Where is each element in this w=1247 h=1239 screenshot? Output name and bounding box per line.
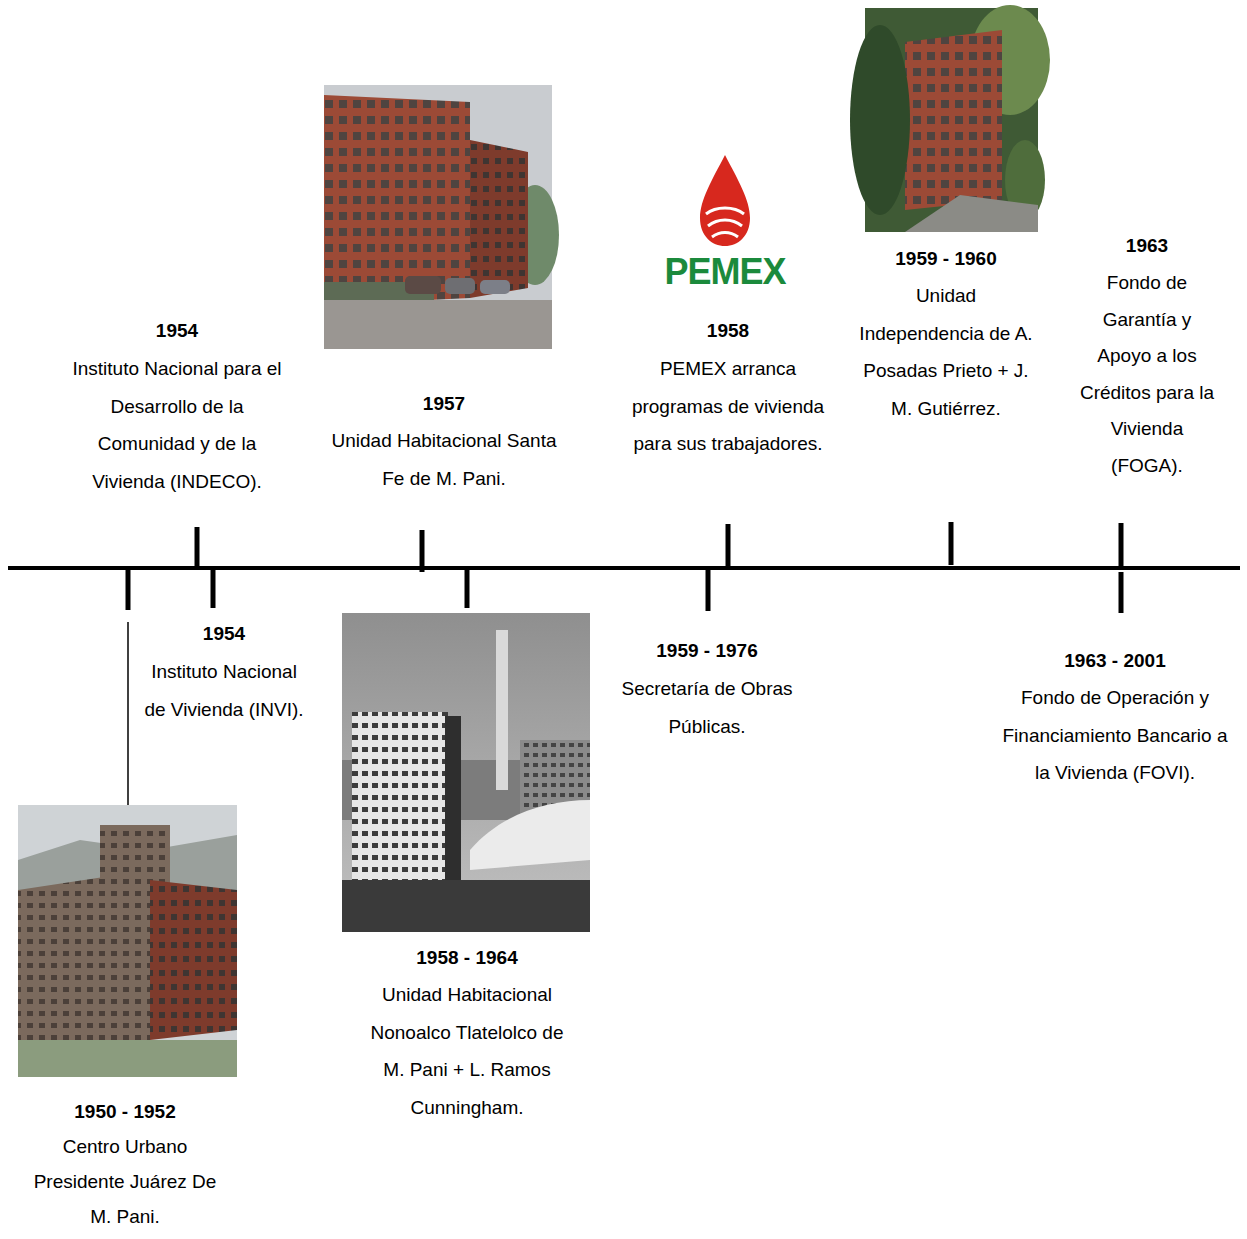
year-label: 1954 (144, 615, 304, 653)
pemex-logo (700, 155, 750, 246)
year-label: 1954 (97, 312, 257, 350)
tick (211, 570, 216, 608)
event-label: Instituto Nacional de Vivienda (INVI). (142, 653, 307, 728)
photo-foreground (342, 880, 590, 932)
event-label: Instituto Nacional para el Desarrollo de… (60, 350, 295, 500)
photo-building (18, 870, 150, 1060)
event-label: Fondo de Garantía y Apoyo a los Créditos… (1077, 265, 1217, 484)
photo-sky (342, 613, 590, 932)
photo-sky (18, 805, 237, 1077)
event-label: PEMEX arranca programas de vivienda para… (628, 350, 828, 463)
logo-stripe (706, 208, 744, 214)
year-label: 1950 - 1952 (40, 1094, 210, 1130)
photo-building (352, 712, 448, 892)
photo-santa-fe (324, 85, 559, 349)
photo-building (470, 140, 528, 298)
year-label: 1959 - 1960 (861, 240, 1031, 278)
tick (465, 570, 470, 608)
year-label: 1958 (648, 312, 808, 350)
photo-sky (324, 85, 552, 349)
logo-stripe (712, 233, 738, 238)
tick (706, 570, 711, 611)
photo-car (480, 280, 510, 294)
event-label: Unidad Habitacional Santa Fe de M. Pani. (319, 422, 569, 497)
photo-tower (496, 630, 508, 790)
photo-ground (324, 300, 552, 349)
event-label: Secretaría de Obras Públicas. (612, 670, 802, 745)
year-label: 1958 - 1964 (387, 939, 547, 977)
tick (949, 522, 954, 565)
photo-tree (850, 25, 910, 215)
year-label: 1957 (364, 385, 524, 423)
photo-greenery (18, 1040, 237, 1077)
logo-stripe (708, 220, 742, 226)
leader-line (127, 622, 129, 805)
photo-building (150, 880, 237, 1040)
logo-text: PEMEX (655, 252, 795, 292)
tick (1119, 572, 1124, 613)
year-label: 1963 (1077, 227, 1217, 265)
logo-flame (700, 155, 750, 246)
photo-building (445, 716, 461, 892)
photo-tlatelolco (342, 613, 590, 932)
event-label: Unidad Independencia de A. Posadas Priet… (856, 277, 1036, 427)
event-label: Fondo de Operación y Financiamiento Banc… (995, 679, 1235, 792)
photo-path (905, 195, 1038, 232)
year-label: 1959 - 1976 (627, 632, 787, 670)
tick (126, 570, 131, 610)
photo-building (324, 95, 470, 305)
tick (420, 530, 425, 572)
year-label: 1963 - 2001 (1015, 642, 1215, 680)
photo-car (405, 276, 441, 294)
photo-roof (470, 800, 590, 870)
photo-independencia (850, 5, 1050, 232)
photo-building (905, 30, 1002, 210)
event-label: Centro Urbano Presidente Juárez De M. Pa… (30, 1129, 220, 1234)
tick (1119, 523, 1124, 566)
tick-marks (128, 522, 1121, 613)
event-label: Unidad Habitacional Nonoalco Tlatelolco … (360, 976, 575, 1126)
tick (195, 527, 200, 566)
timeline-axis (8, 566, 1240, 570)
photo-car (445, 278, 475, 294)
photo-centro-urbano (18, 805, 237, 1077)
tick (726, 524, 731, 566)
